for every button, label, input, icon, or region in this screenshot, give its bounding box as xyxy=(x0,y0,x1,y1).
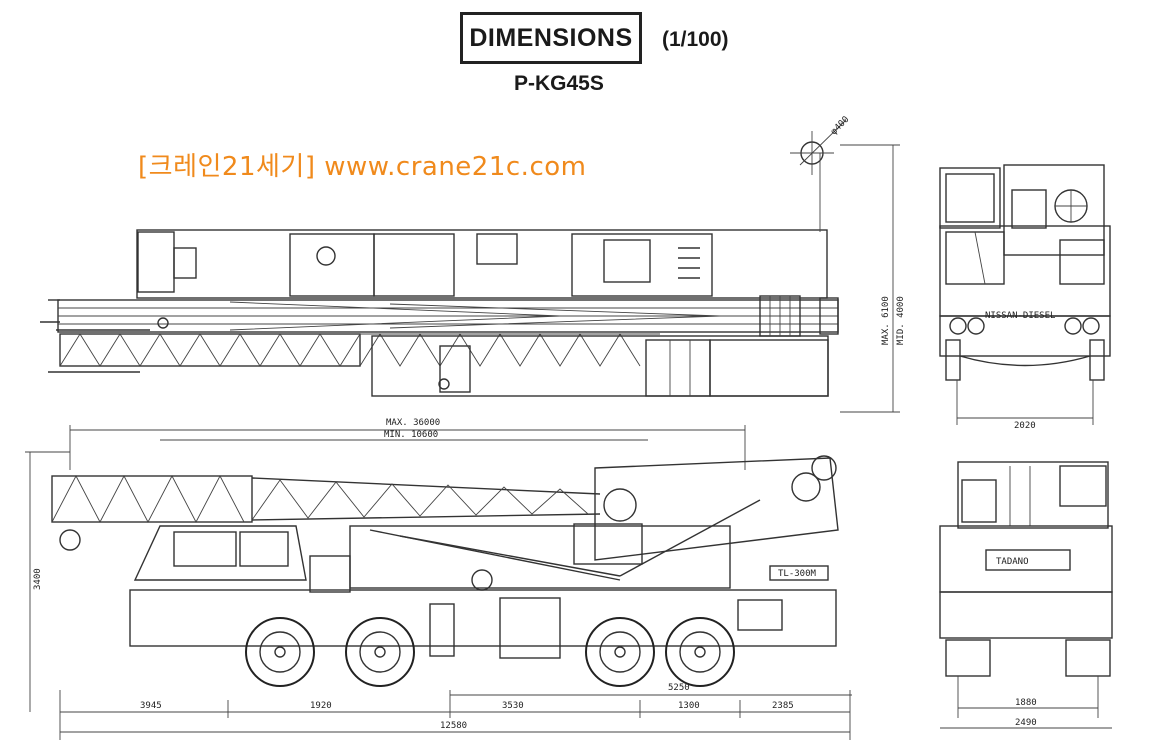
max-height-label: MAX. 6100 xyxy=(881,296,891,345)
front-brand-label: NISSAN-DIESEL xyxy=(985,311,1055,321)
top-view: MAX. 6100 MID. 4000 φ400 xyxy=(40,115,906,413)
watermark-text: [크레인21세기] www.crane21c.com xyxy=(138,152,587,182)
page-title: DIMENSIONS xyxy=(469,23,633,52)
span-3945-label: 3945 xyxy=(140,701,162,711)
side-view-wheels xyxy=(245,617,735,687)
span-2385-label: 2385 xyxy=(772,701,794,711)
overall-length-label: 12580 xyxy=(440,721,467,731)
front-view: NISSAN-DIESEL 2020 xyxy=(939,164,1111,431)
boom-dia-label: φ400 xyxy=(829,115,851,137)
mid-height-label: MID. 4000 xyxy=(896,296,906,345)
side-view-chassis xyxy=(129,589,837,647)
outrigger-min-label: MIN. 10600 xyxy=(384,430,438,440)
model-label: P-KG45S xyxy=(514,72,604,95)
rear-track-label: 1880 xyxy=(1015,698,1037,708)
span-3530-label: 3530 xyxy=(502,701,524,711)
rear-brand-label: TADANO xyxy=(996,557,1029,567)
outrigger-max-label: MAX. 36000 xyxy=(386,418,440,428)
span-5250-label: 5250 xyxy=(668,683,690,693)
rear-view: TADANO 1880 2490 xyxy=(939,461,1113,729)
span-1920-label: 1920 xyxy=(310,701,332,711)
rear-width-label: 2490 xyxy=(1015,718,1037,728)
side-height-label: 3400 xyxy=(33,568,43,590)
title-box: DIMENSIONS xyxy=(460,12,642,64)
boom-model-label: TL-300M xyxy=(778,569,817,579)
top-view-body xyxy=(136,229,828,299)
span-1300-label: 1300 xyxy=(678,701,700,711)
scale-label: (1/100) xyxy=(662,28,729,51)
front-track-label: 2020 xyxy=(1014,421,1036,431)
side-view-cab xyxy=(133,525,307,581)
side-view: MAX. 36000 MIN. 10600 3400 TL-300M xyxy=(25,418,852,740)
side-view-boom xyxy=(594,457,839,561)
